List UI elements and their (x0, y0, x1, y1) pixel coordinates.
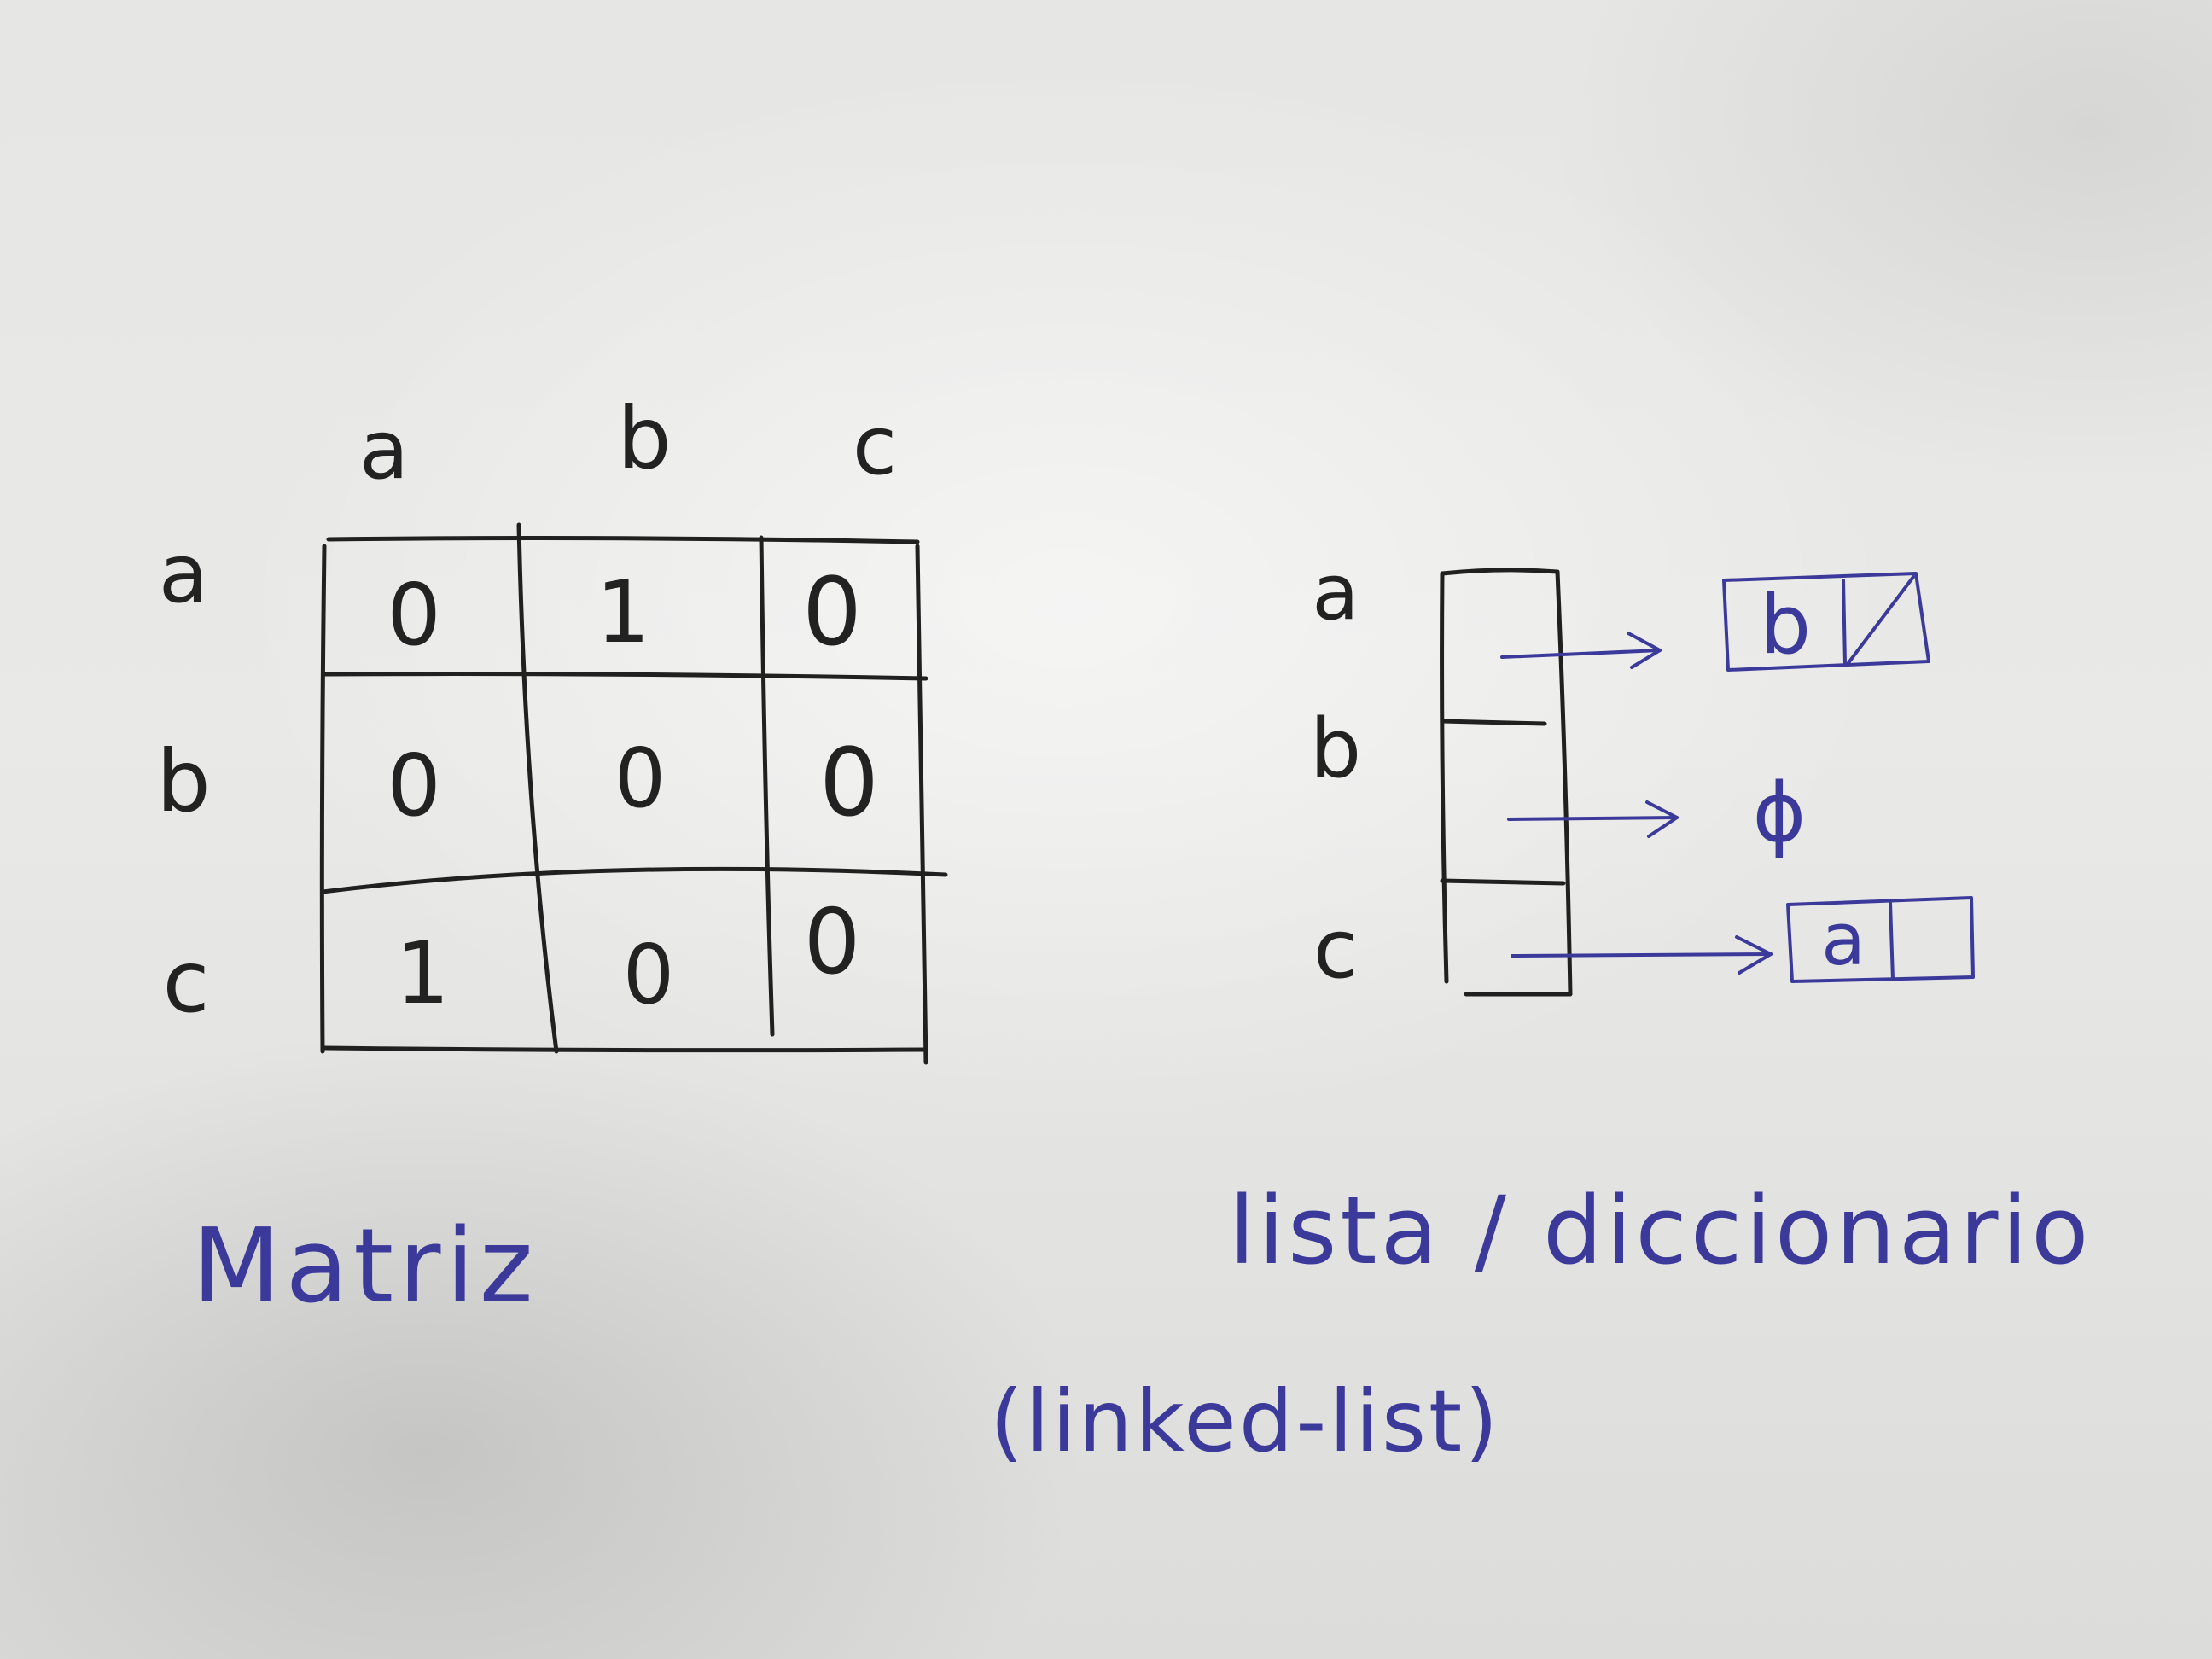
matrix-row-header: a (159, 527, 208, 621)
matrix-cell: 1 (596, 562, 650, 662)
list-array-box (1440, 568, 1573, 997)
null-pointer-slash (1846, 575, 1915, 666)
matrix-caption: Matriz (192, 1208, 538, 1326)
matrix-cell: 0 (614, 732, 666, 826)
matrix-grid-line (915, 544, 928, 1065)
matrix-column-header: a (359, 404, 409, 498)
matrix-grid-line (320, 866, 948, 894)
list-array-box (1440, 878, 1566, 886)
list-node-box (1786, 896, 1975, 983)
list-node-value: b (1760, 579, 1811, 672)
matrix-cell: 1 (395, 923, 450, 1023)
list-node-divider (1889, 901, 1895, 981)
list-subcaption: (linked-list) (990, 1371, 1500, 1471)
matrix-grid-line (322, 672, 928, 681)
pointer-arrow (1627, 632, 1662, 669)
pointer-arrow (1511, 952, 1773, 958)
matrix-grid-line (319, 544, 327, 1054)
list-key-label: b (1310, 702, 1361, 796)
pointer-arrow (1645, 800, 1679, 838)
pointer-arrow (1507, 816, 1679, 821)
matrix-grid-line (759, 535, 775, 1037)
adjacency-list: a b c b ϕ a lista / diccionar (990, 548, 2092, 1471)
list-node-value: a (1821, 898, 1866, 982)
matrix-cell: 0 (804, 890, 861, 994)
matrix-cell: 0 (623, 928, 674, 1022)
matrix-cell: 0 (387, 736, 441, 835)
pointer-arrow (1735, 935, 1773, 975)
matrix-row-header: c (163, 932, 210, 1032)
matrix-row-header: b (156, 731, 210, 831)
matrix-grid-line (516, 522, 559, 1054)
matrix-cell: 0 (819, 728, 879, 837)
matrix-cell: 0 (387, 565, 441, 665)
list-key-label: a (1312, 548, 1359, 637)
matrix-grid-line (320, 1045, 928, 1053)
matrix-column-header: c (853, 399, 897, 493)
list-array-box (1440, 719, 1547, 726)
adjacency-matrix: a b c a b c 0 1 0 0 0 0 1 0 0 Matriz (156, 388, 948, 1326)
list-node-divider (1842, 579, 1847, 666)
list-caption: lista / diccionario (1229, 1176, 2092, 1285)
matrix-grid-line (326, 536, 920, 544)
list-node: b (1722, 572, 1930, 672)
list-key-label: c (1313, 903, 1358, 997)
matrix-column-header: b (617, 388, 671, 488)
matrix-cell: 0 (802, 557, 862, 667)
list-node: a (1786, 896, 1975, 983)
pointer-arrow (1500, 649, 1662, 659)
list-node-box (1722, 572, 1930, 672)
list-array-box (1440, 571, 1449, 984)
empty-set-symbol: ϕ (1753, 766, 1807, 860)
